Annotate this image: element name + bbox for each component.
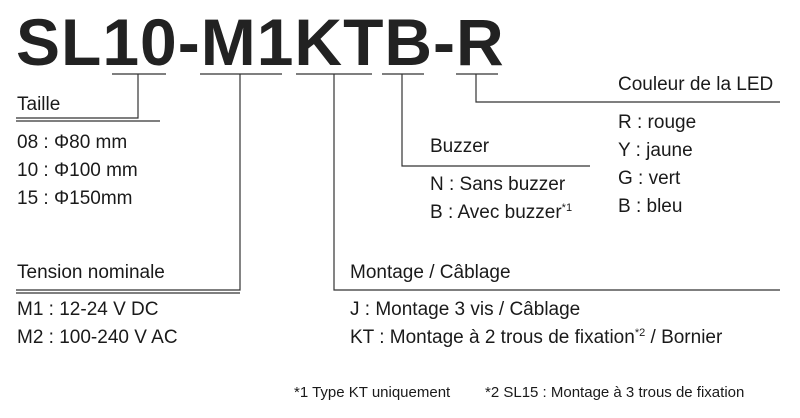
buzzer-connector xyxy=(382,73,590,167)
buzzer-option-b: B : Avec buzzer*1 xyxy=(430,202,572,224)
taille-connector xyxy=(16,73,166,122)
tension-connector xyxy=(16,73,282,294)
footnote-1: *1 Type KT uniquement xyxy=(294,384,451,401)
taille-option-08: 08 : Φ80 mm xyxy=(17,132,128,153)
led-option-r: R : rouge xyxy=(618,112,697,133)
montage-option-j: J : Montage 3 vis / Câblage xyxy=(350,299,581,320)
footnote-2: *2 SL15 : Montage à 3 trous de fixation xyxy=(485,384,745,401)
taille-option-10: 10 : Φ100 mm xyxy=(17,160,138,181)
led-connector xyxy=(456,73,780,103)
led-option-g: G : vert xyxy=(618,168,681,189)
taille-title: Taille xyxy=(17,94,61,115)
footnote-ref-2: *2 xyxy=(634,327,646,339)
montage-option-kt-text: KT : Montage à 2 trous de fixation xyxy=(350,327,635,348)
tension-option-m1: M1 : 12-24 V DC xyxy=(17,299,159,320)
led-option-b: B : bleu xyxy=(618,196,683,217)
montage-connector xyxy=(296,73,780,291)
montage-option-kt: KT : Montage à 2 trous de fixation*2 / B… xyxy=(350,327,722,349)
led-title: Couleur de la LED xyxy=(618,74,774,95)
buzzer-option-n: N : Sans buzzer xyxy=(430,174,566,195)
tension-title: Tension nominale xyxy=(17,262,165,283)
led-option-y: Y : jaune xyxy=(618,140,693,161)
tension-option-m2: M2 : 100-240 V AC xyxy=(17,327,178,348)
taille-option-15: 15 : Φ150mm xyxy=(17,188,133,209)
montage-title: Montage / Câblage xyxy=(350,262,511,283)
montage-option-kt-suffix: / Bornier xyxy=(645,327,723,348)
model-code: SL10-M1KTB-R xyxy=(16,5,505,79)
footnote-ref-1: *1 xyxy=(561,202,573,214)
buzzer-title: Buzzer xyxy=(430,136,490,157)
buzzer-option-b-text: B : Avec buzzer xyxy=(430,202,562,223)
